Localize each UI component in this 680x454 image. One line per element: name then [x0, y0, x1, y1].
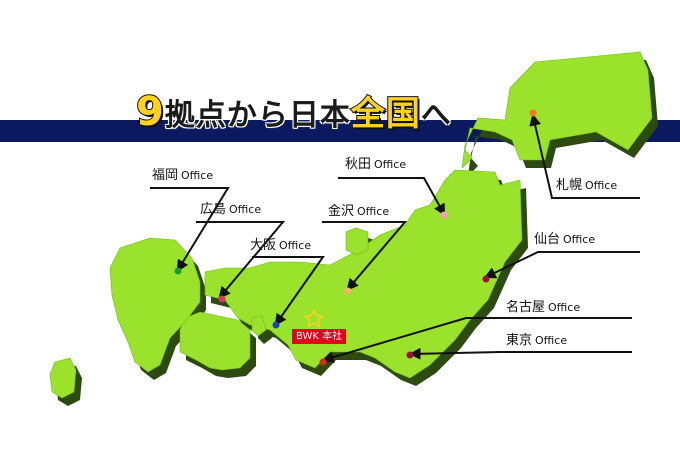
office-dot-hiroshima: [218, 295, 226, 303]
page-title: 9拠点から日本全国へ: [135, 86, 452, 136]
office-city-sendai: 仙台: [534, 232, 561, 247]
leader-lines: [150, 113, 640, 364]
office-city-nagoya: 名古屋: [506, 300, 546, 315]
office-city-sapporo: 札幌: [556, 178, 583, 193]
leader-line-nagoya: [321, 317, 632, 364]
land: [49, 51, 653, 399]
office-dot-sendai: [482, 275, 490, 283]
office-suffix-kanazawa: Office: [357, 205, 390, 218]
headquarters-star-icon: [303, 308, 325, 328]
office-city-osaka: 大阪: [250, 238, 277, 253]
office-dot-kanazawa: [344, 287, 352, 295]
office-suffix-hiroshima: Office: [229, 203, 262, 216]
office-dot-sapporo: [529, 109, 537, 117]
title-number: 9: [135, 88, 165, 136]
office-city-akita: 秋田: [345, 157, 372, 172]
office-dot-akita: [440, 211, 448, 219]
office-dot-fukuoka: [174, 267, 182, 275]
office-suffix-fukuoka: Office: [181, 169, 214, 182]
shikoku-island: [179, 311, 251, 371]
tanegashima-island: [49, 357, 77, 399]
office-suffix-osaka: Office: [279, 239, 312, 252]
honshu-island: [204, 169, 523, 379]
leader-line-sendai: [483, 251, 640, 279]
office-city-fukuoka: 福岡: [152, 168, 179, 183]
leader-line-akita: [338, 177, 446, 217]
title-suffix: へ: [420, 98, 452, 133]
leader-line-osaka: [252, 256, 325, 326]
leader-line-hiroshima: [196, 221, 286, 299]
title-emphasis: 全国: [350, 93, 421, 135]
leader-line-tokyo: [408, 347, 632, 360]
office-suffix-tokyo: Office: [535, 334, 568, 347]
headquarters-badge: BWK 本社: [292, 329, 347, 344]
leader-line-sapporo: [529, 113, 640, 199]
title-text: 拠点から日本: [164, 98, 351, 133]
leader-line-fukuoka: [150, 187, 230, 273]
office-suffix-sendai: Office: [563, 233, 596, 246]
office-city-hiroshima: 広島: [200, 202, 227, 217]
office-suffix-akita: Office: [374, 158, 407, 171]
sado-island: [345, 227, 369, 256]
hokkaido-island: [461, 51, 653, 169]
office-dot-nagoya: [319, 358, 327, 366]
office-suffix-nagoya: Office: [548, 301, 581, 314]
office-dot-osaka: [272, 321, 280, 329]
office-dots: [174, 109, 537, 366]
office-dot-tokyo: [406, 351, 414, 359]
leader-line-kanazawa: [322, 221, 408, 291]
office-city-kanazawa: 金沢: [328, 204, 355, 219]
office-city-tokyo: 東京: [506, 333, 533, 348]
office-suffix-sapporo: Office: [585, 179, 618, 192]
awaji-island: [251, 315, 267, 337]
